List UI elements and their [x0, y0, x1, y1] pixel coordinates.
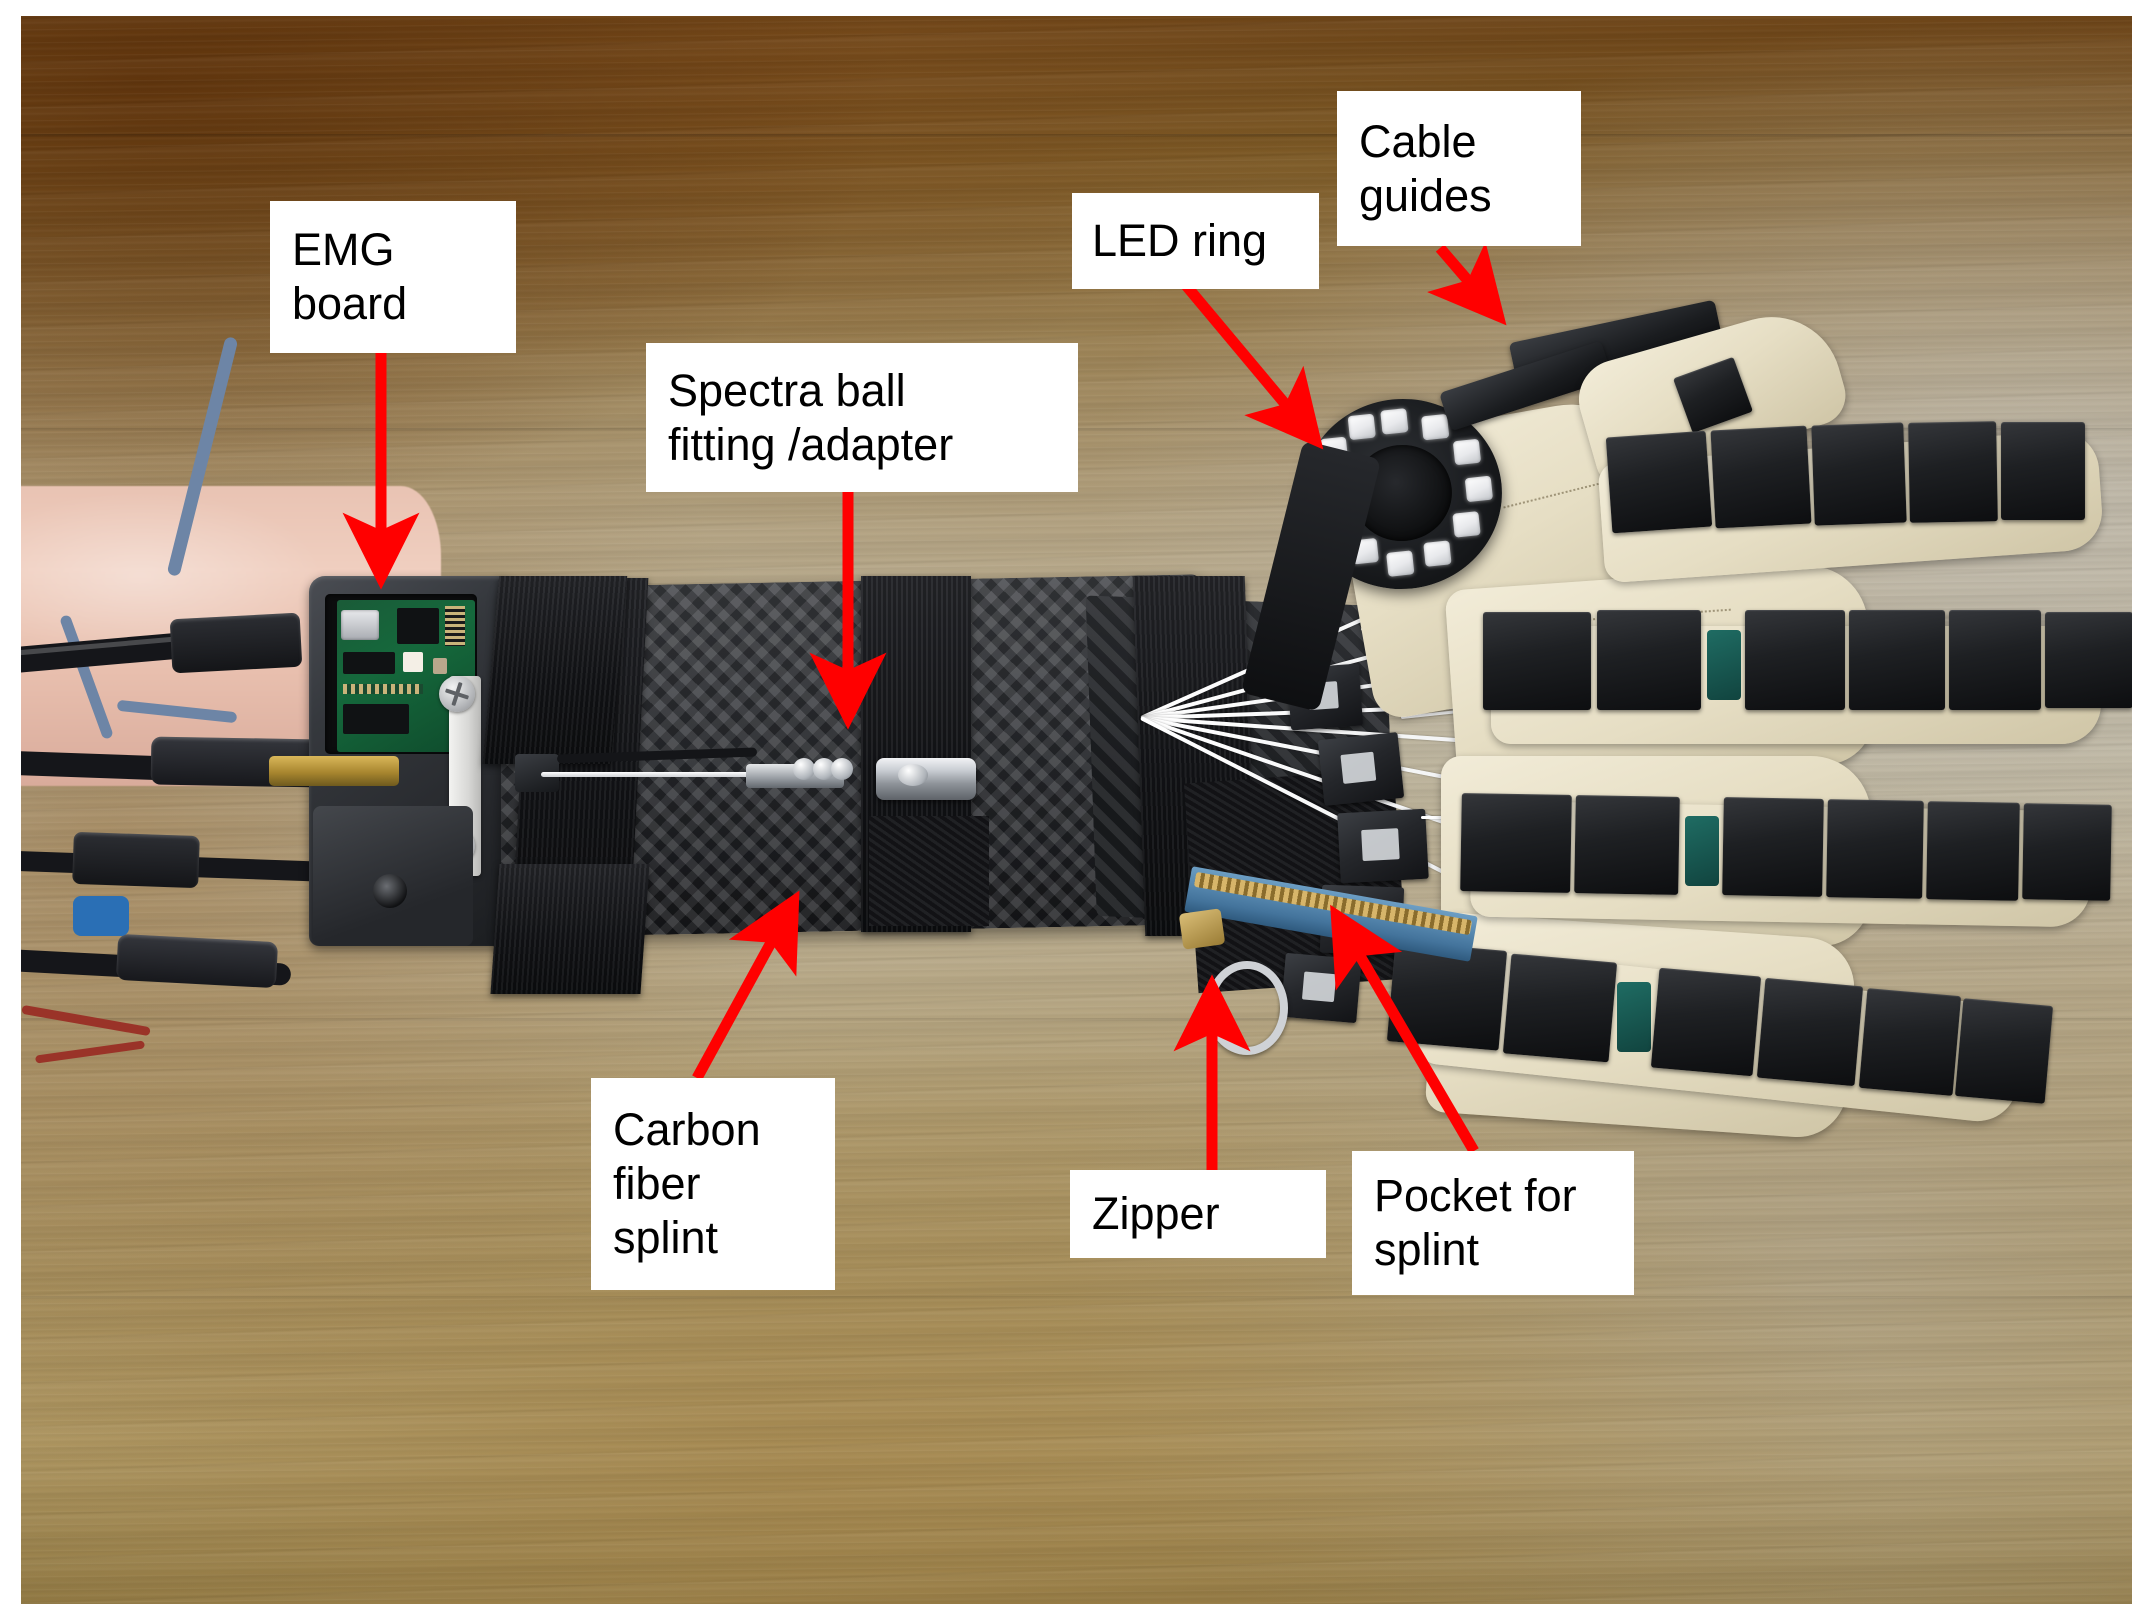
zipper-pull [1178, 908, 1226, 950]
callout-emg-board: EMG board [270, 201, 516, 353]
finger-segment [1597, 610, 1701, 710]
finger-segment [1858, 988, 1962, 1096]
callout-line: board [292, 278, 408, 329]
finger-segment [1605, 430, 1713, 534]
led [1347, 413, 1376, 441]
finger-segment [1811, 422, 1907, 526]
led [1452, 511, 1481, 538]
spectra-ball-fitting-adapter [876, 758, 976, 800]
callout-line: splint [1374, 1224, 1480, 1275]
finger-segment [1650, 967, 1762, 1077]
callout-pocket-for-splint: Pocket for splint [1352, 1151, 1634, 1295]
callout-line: Pocket for [1374, 1170, 1577, 1221]
callout-line: Zipper [1092, 1188, 1220, 1239]
usb-connector [72, 831, 200, 889]
usb-connector [169, 612, 303, 674]
enclosure-mount-hole [373, 874, 407, 908]
finger-segment [1502, 953, 1618, 1063]
led [1452, 438, 1482, 466]
pcb-chip [343, 652, 395, 674]
callout-zipper: Zipper [1070, 1170, 1326, 1258]
emg-board-window [325, 594, 477, 754]
finger-segment [1954, 998, 2054, 1104]
callout-line: splint [613, 1212, 719, 1263]
cable-guide-block [1337, 808, 1429, 884]
cable-guide-block [1280, 952, 1362, 1024]
callout-line: Carbon [613, 1104, 761, 1155]
finger-segment [2001, 422, 2085, 520]
finger-segment [1745, 610, 1845, 710]
pcb-usb-port [341, 610, 379, 640]
plank-seam [21, 1296, 2132, 1299]
led [1386, 550, 1415, 577]
wrist-strap-overlap [482, 576, 628, 764]
pcb-capacitor [433, 658, 447, 674]
callout-line: Spectra ball [668, 364, 906, 416]
tension-cable [541, 772, 761, 777]
callout-spectra-ball-fitting-adapter: Spectra ball fitting /adapter [646, 343, 1078, 492]
led [1380, 408, 1409, 435]
finger-segment [1908, 421, 1998, 523]
callout-led-ring: LED ring [1072, 193, 1319, 289]
finger-segment [1722, 797, 1824, 897]
finger-segment [1460, 793, 1572, 893]
brass-standoff [269, 756, 399, 786]
plank-seam [21, 134, 2132, 137]
callout-line: fiber [613, 1158, 701, 1209]
pcb-header [445, 606, 465, 646]
callout-carbon-fiber-splint: Carbon fiber splint [591, 1078, 835, 1290]
finger-segment [2045, 612, 2132, 708]
finger-segment [2022, 803, 2112, 901]
callout-cable-guides: Cable guides [1337, 91, 1581, 246]
finger-segment [1710, 425, 1812, 529]
finger-segment [1574, 795, 1680, 895]
spectra-balls [793, 758, 853, 780]
pcb-chip [397, 608, 439, 644]
callout-line: fitting /adapter [668, 418, 954, 470]
screw [439, 676, 475, 712]
cable-guide-block [1317, 731, 1405, 807]
wrist-strap-lower [490, 864, 650, 994]
led [1423, 540, 1452, 567]
callout-line: guides [1359, 169, 1492, 221]
finger-segment [1926, 801, 2020, 901]
finger-segment [1849, 610, 1945, 710]
finger-segment [1483, 612, 1591, 710]
callout-line: EMG [292, 224, 395, 275]
pcb-header [343, 684, 423, 694]
teal-spacer [1617, 982, 1651, 1052]
pcb-chip [343, 704, 409, 734]
led [1421, 413, 1450, 441]
plank-seam [21, 1018, 2132, 1021]
callout-line: Cable [1359, 115, 1477, 167]
finger-segment [1756, 977, 1864, 1087]
velcro-patch [869, 816, 989, 926]
teal-spacer [1685, 816, 1719, 886]
led [1464, 475, 1494, 503]
finger-segment [1949, 610, 2041, 710]
finger-segment [1826, 799, 1924, 899]
teal-spacer [1707, 630, 1741, 700]
pcb-led [403, 652, 423, 672]
emg-board-pcb [337, 600, 475, 752]
barrel-power-connector [115, 933, 279, 989]
callout-line: LED ring [1092, 215, 1268, 266]
blue-connector [73, 896, 129, 936]
zipper-split-ring [1206, 961, 1288, 1055]
